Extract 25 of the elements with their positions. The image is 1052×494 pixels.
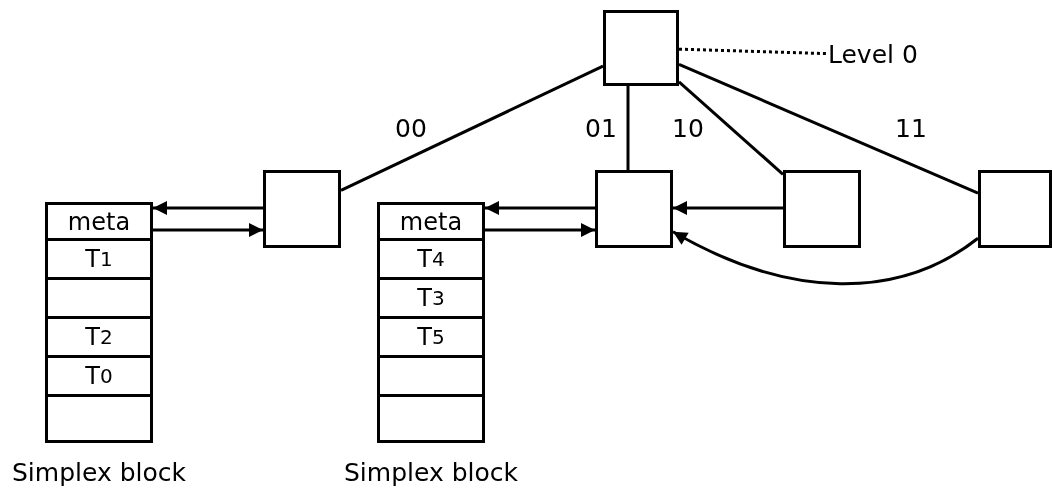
arrow (153, 201, 263, 215)
arrow (673, 201, 783, 215)
bucket-box (978, 170, 1052, 248)
level-label: Level 0 (828, 40, 918, 70)
slot-cell: meta (377, 202, 485, 241)
bucket-box (263, 170, 341, 248)
bucket-box (783, 170, 861, 248)
bucket-box (603, 10, 679, 86)
block-title: Simplex block (12, 458, 186, 487)
empty-slot (45, 277, 153, 319)
block-title: Simplex block (344, 458, 518, 487)
leader-line (678, 47, 829, 56)
connector-line (678, 63, 979, 195)
arrow (485, 201, 595, 215)
bucket-box (595, 170, 673, 248)
arrow (485, 223, 595, 237)
arrow (153, 223, 263, 237)
empty-slot (45, 394, 153, 443)
slot-cell: meta (45, 202, 153, 241)
empty-slot (377, 355, 485, 397)
connector-line (626, 86, 630, 170)
connector-line (678, 80, 784, 176)
connector-line (340, 64, 604, 192)
empty-slot (377, 394, 485, 443)
arrow (672, 230, 979, 286)
